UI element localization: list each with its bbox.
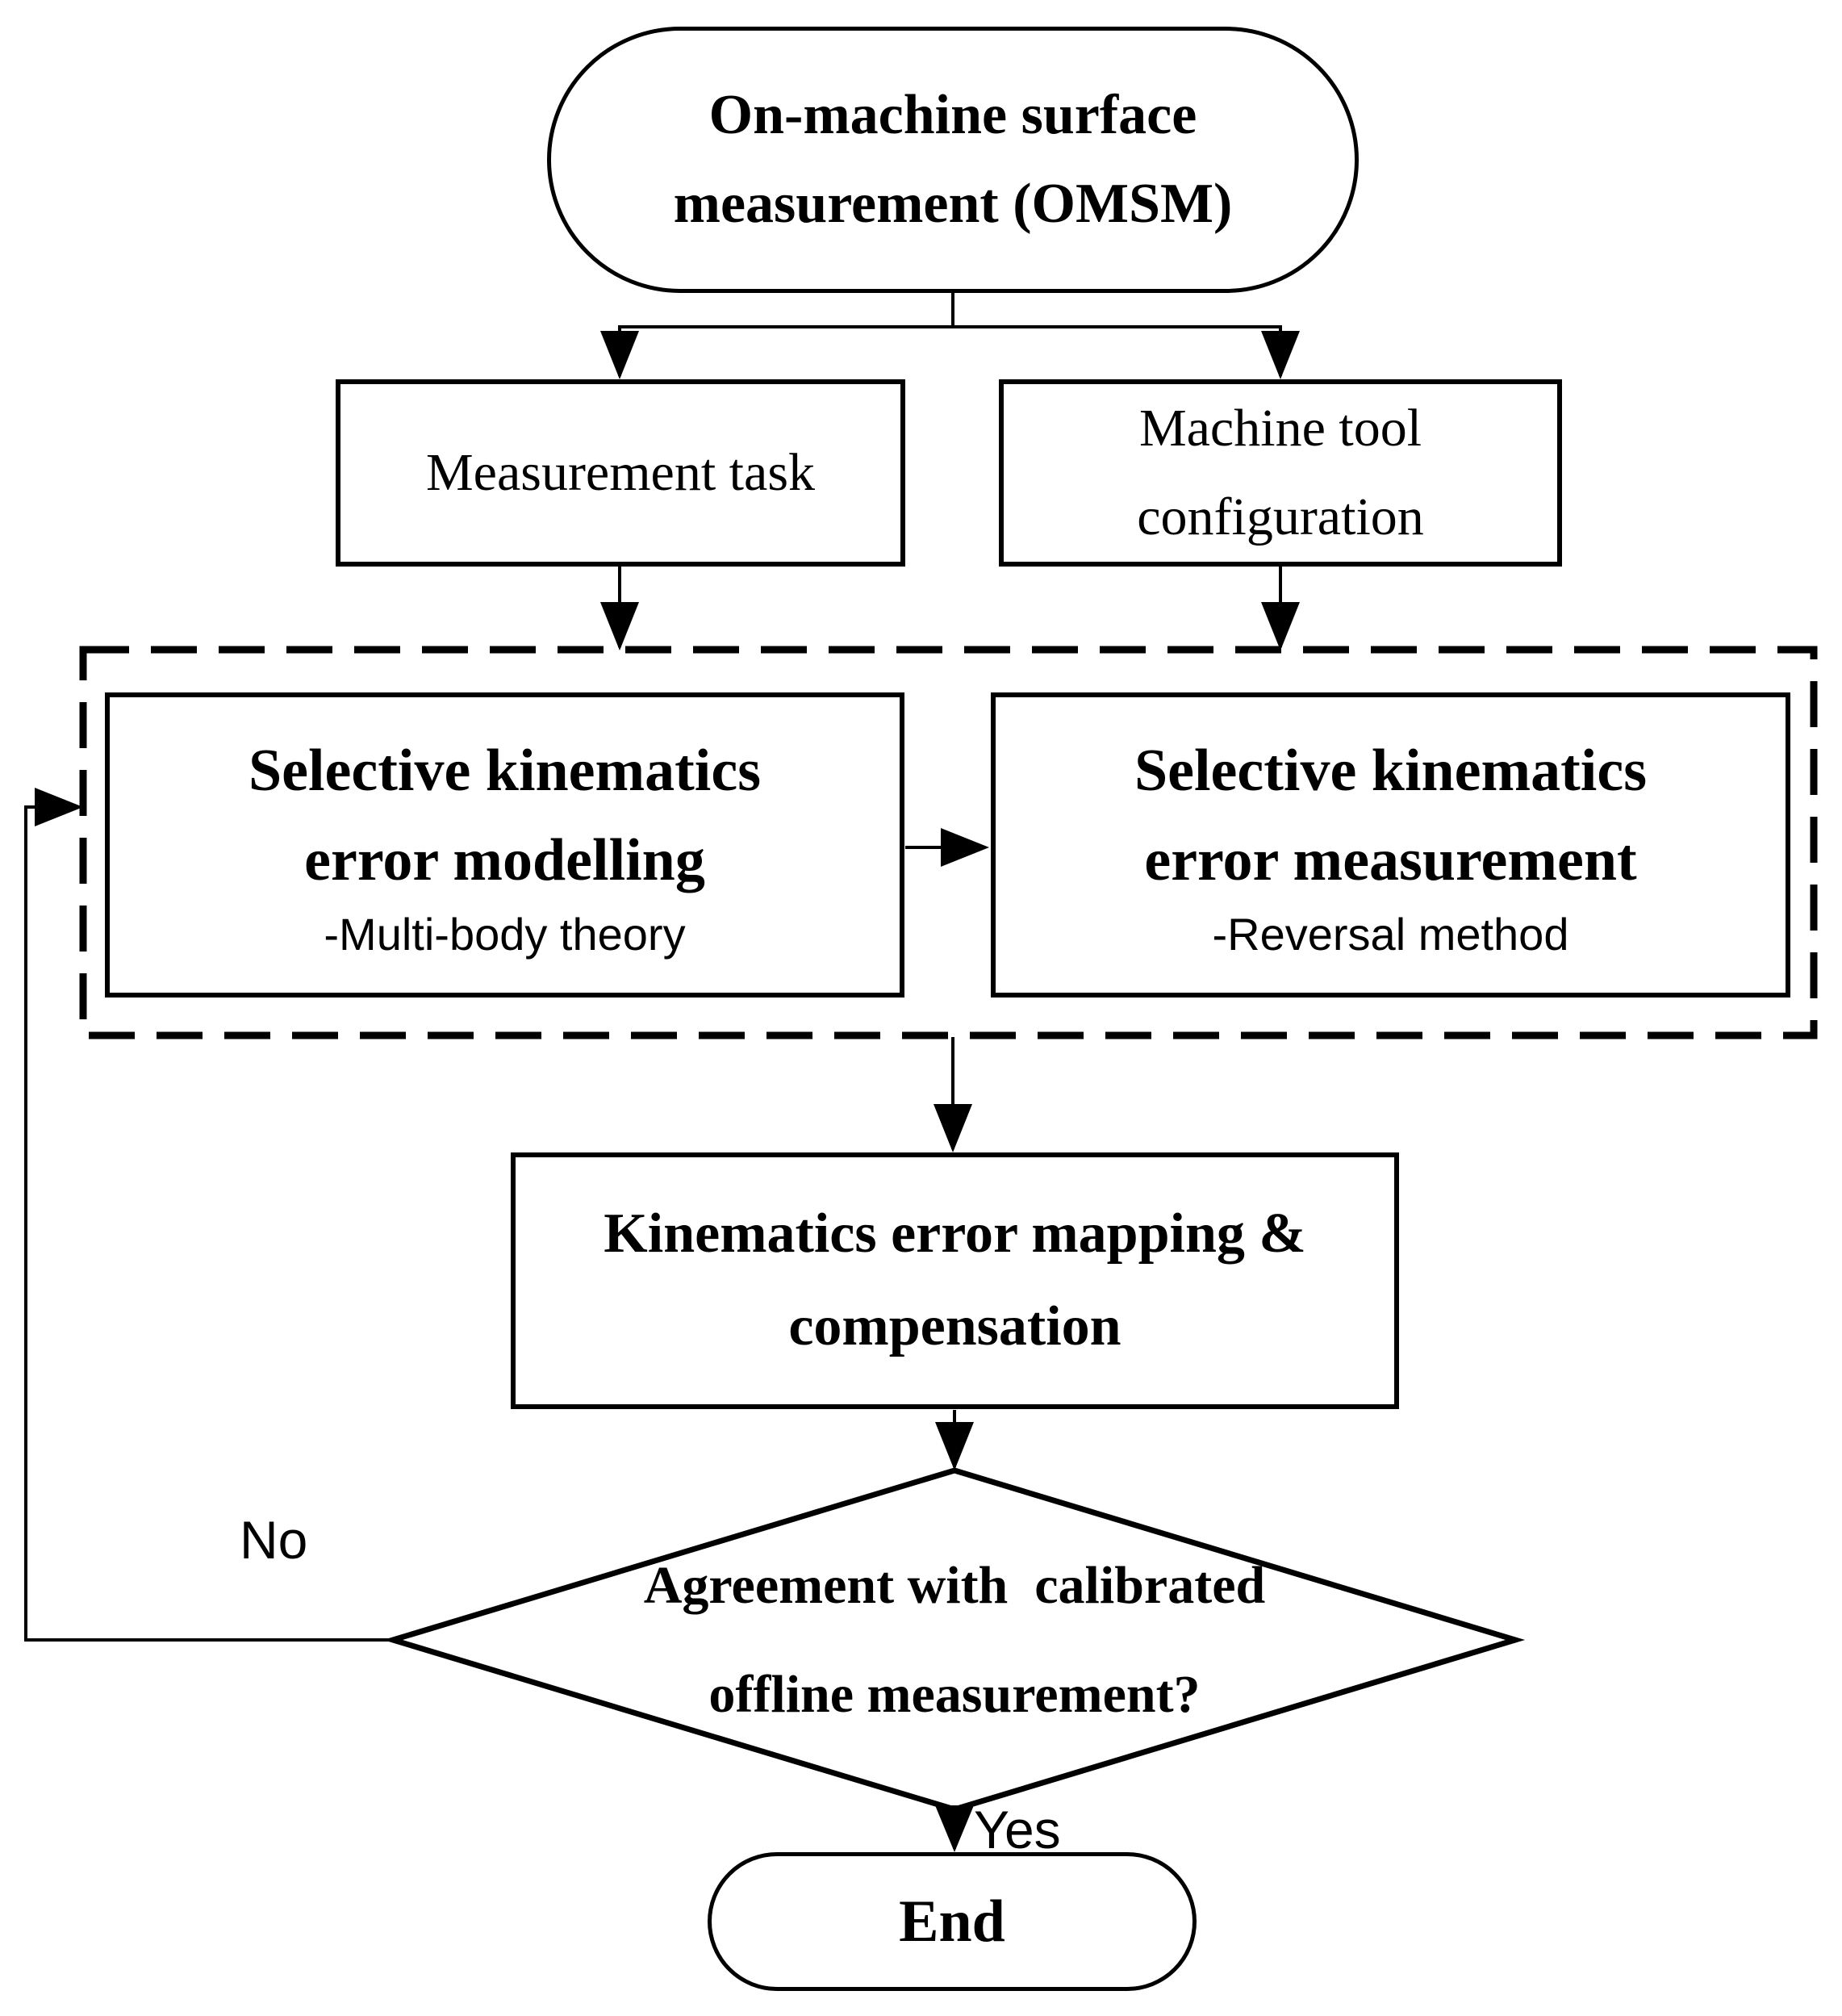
edge-label-no: No bbox=[240, 1510, 308, 1570]
node-mapping-compensation: Kinematics error mapping & compensation bbox=[511, 1152, 1399, 1409]
node-machine-tool-configuration: Machine tool configuration bbox=[999, 379, 1562, 567]
arrowhead-config-into-group bbox=[1261, 602, 1300, 650]
node-end: End bbox=[708, 1852, 1197, 1991]
node-decision-label: Agreement with calibrated offline measur… bbox=[393, 1470, 1516, 1809]
node-error-modelling-subtitle: -Multi-body theory bbox=[324, 908, 686, 960]
arrowhead-into-decision bbox=[935, 1422, 974, 1470]
dashed-group-border bbox=[79, 646, 1818, 1039]
arrowhead-no-loop-into-group bbox=[35, 788, 83, 826]
node-error-measurement-title: Selective kinematics error measurement bbox=[1134, 737, 1647, 893]
node-error-modelling: Selective kinematics error modelling -Mu… bbox=[105, 692, 904, 998]
node-start-label: On-machine surface measurement (OMSM) bbox=[673, 84, 1233, 235]
arrowhead-into-measurement-task bbox=[600, 331, 639, 379]
arrowhead-into-machine-tool bbox=[1261, 331, 1300, 379]
node-measurement-task: Measurement task bbox=[336, 379, 905, 567]
arrowhead-task-into-group bbox=[600, 602, 639, 650]
node-error-measurement: Selective kinematics error measurement -… bbox=[991, 692, 1790, 998]
node-measurement-task-label: Measurement task bbox=[425, 443, 815, 503]
node-machine-tool-configuration-label: Machine tool configuration bbox=[1137, 398, 1424, 546]
edge-label-yes: Yes bbox=[974, 1800, 1061, 1859]
node-decision-text: Agreement with calibrated offline measur… bbox=[643, 1555, 1266, 1724]
arrowhead-into-error-measurement bbox=[941, 828, 989, 867]
node-start: On-machine surface measurement (OMSM) bbox=[547, 27, 1359, 293]
node-mapping-compensation-label: Kinematics error mapping & compensation bbox=[604, 1202, 1306, 1357]
node-end-label: End bbox=[899, 1888, 1005, 1955]
arrowhead-into-end bbox=[935, 1805, 974, 1852]
arrowhead-into-mapping bbox=[934, 1104, 972, 1152]
node-error-measurement-subtitle: -Reversal method bbox=[1212, 908, 1569, 960]
node-error-modelling-title: Selective kinematics error modelling bbox=[249, 737, 761, 893]
